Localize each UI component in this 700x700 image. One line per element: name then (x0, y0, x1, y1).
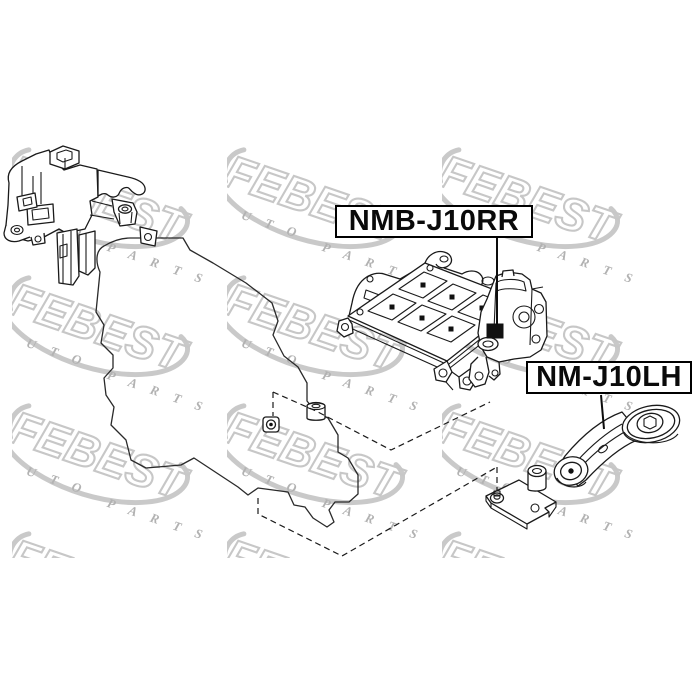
tray-cell-holes (389, 282, 485, 332)
engine-stud-symbol (306, 401, 326, 421)
engine-bolt-symbol (262, 416, 280, 433)
bracket-assembly-part (336, 250, 548, 391)
part-label-nm-j10lh: NM-J10LH (526, 361, 692, 394)
support-bracket-part (485, 464, 557, 530)
torque-rod-part (553, 404, 681, 488)
callout-target-nmb (486, 323, 504, 339)
leader-dashed-lines (257, 391, 498, 557)
engine-outline (95, 237, 359, 528)
callout-line-nm-j10lh (600, 394, 605, 430)
part-label-nmb-j10rr: NMB-J10RR (335, 205, 533, 238)
engine-mount-part (3, 145, 158, 286)
